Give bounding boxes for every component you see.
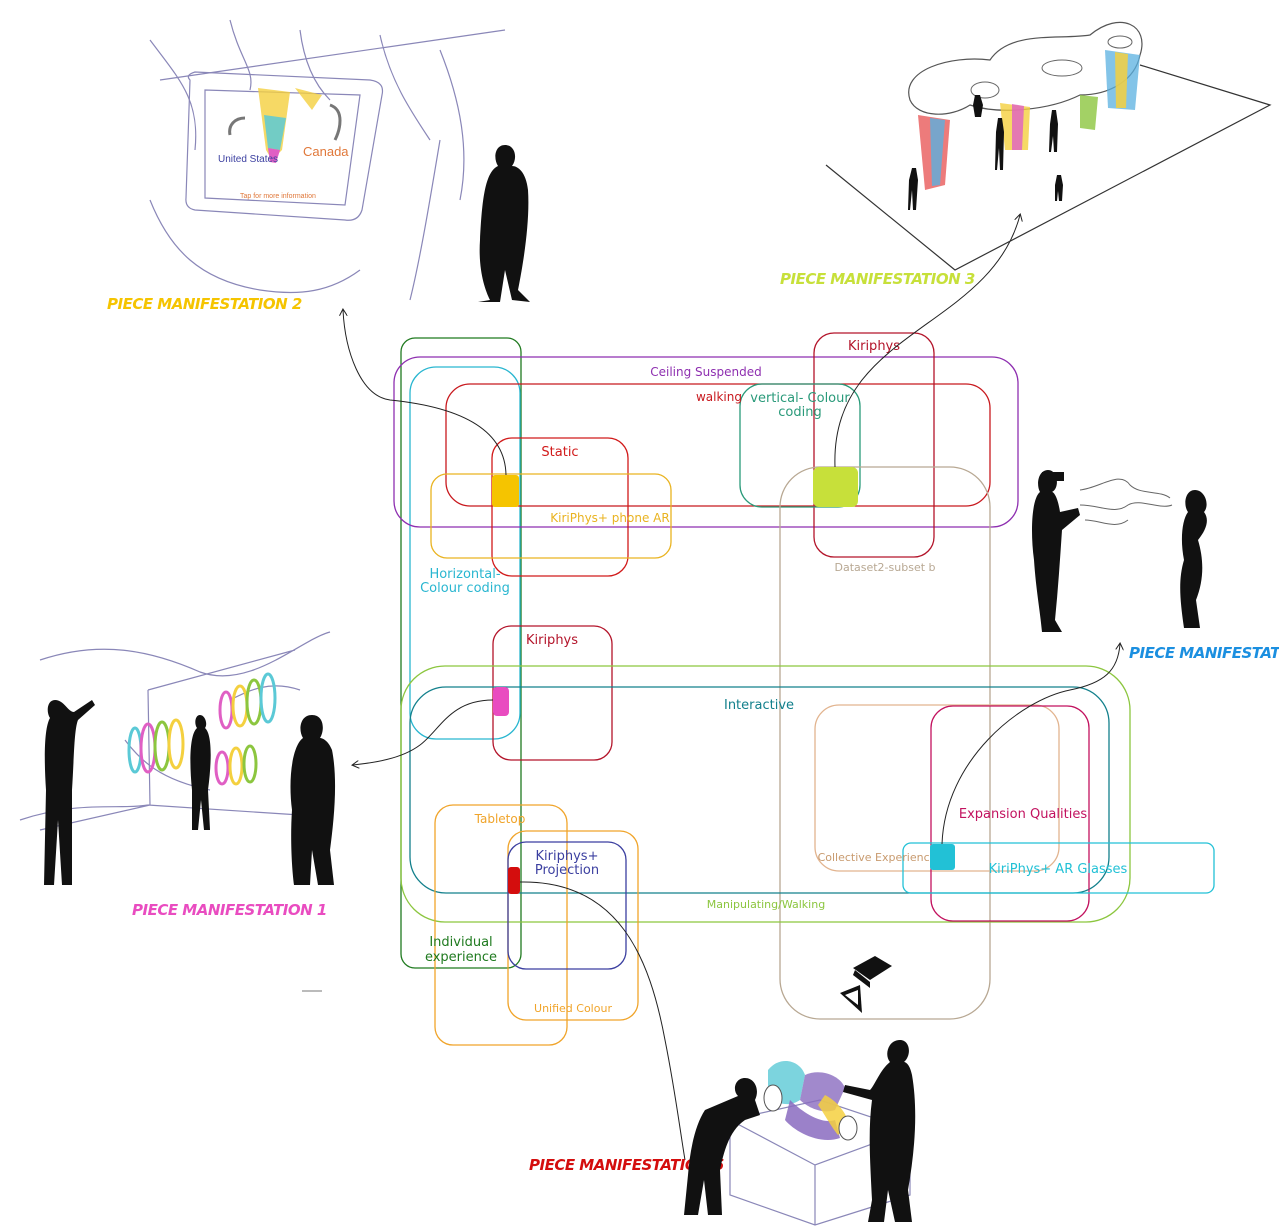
label-horizontal-line1: Horizontal- bbox=[429, 567, 500, 582]
label-kiriphys-top: Kiriphys bbox=[848, 339, 900, 354]
set-ar-glasses bbox=[902, 842, 1215, 894]
label-projection-line1: Kiriphys+ bbox=[536, 849, 599, 864]
person-silhouette-icon bbox=[478, 145, 530, 302]
set-vertical-colour-coding bbox=[739, 383, 861, 508]
label-interactive: Interactive bbox=[724, 698, 794, 713]
marker-manifestation-5 bbox=[508, 867, 520, 894]
set-interactive bbox=[409, 686, 1110, 894]
person-silhouette-icon bbox=[995, 118, 1004, 170]
manifestation-titles: PIECE MANIFESTATION 2 PIECE MANIFESTATIO… bbox=[107, 270, 1279, 1174]
sketch-manifestation-2: United States Canada Tap for more inform… bbox=[149, 19, 530, 302]
label-walking: walking bbox=[696, 390, 742, 404]
stray-mark bbox=[302, 990, 322, 992]
label-unified-colour: Unified Colour bbox=[534, 1002, 612, 1015]
label-tabletop: Tabletop bbox=[474, 812, 526, 826]
connector-to-manifestation-1 bbox=[353, 699, 494, 765]
connector-curves bbox=[343, 215, 1120, 1161]
marker-manifestation-4 bbox=[930, 844, 955, 870]
set-manipulating-walking bbox=[400, 665, 1131, 923]
set-phone-ar bbox=[430, 473, 672, 559]
set-static bbox=[491, 437, 629, 577]
set-kiriphys-projection bbox=[507, 841, 627, 970]
marker-manifestation-3 bbox=[813, 467, 858, 507]
label-static: Static bbox=[541, 445, 578, 460]
label-ar-glasses: KiriPhys+ AR Glasses bbox=[989, 862, 1128, 877]
set-horizontal-colour-coding bbox=[409, 366, 521, 740]
label-individual-line1: Individual bbox=[429, 935, 492, 950]
label-phone-ar: KiriPhys+ phone AR bbox=[550, 511, 669, 525]
shapes-icon bbox=[840, 956, 892, 1013]
label-collective: Collective Experience bbox=[818, 851, 937, 864]
sketch-manifestation-3 bbox=[825, 21, 1272, 271]
marker-manifestation-2 bbox=[492, 475, 519, 507]
connector-to-manifestation-2 bbox=[343, 310, 507, 476]
person-silhouette-icon bbox=[843, 1040, 916, 1222]
person-silhouette-icon bbox=[290, 715, 336, 885]
title-manifestation-3: PIECE MANIFESTATION 3 bbox=[780, 270, 975, 288]
person-silhouette-icon bbox=[1049, 110, 1058, 152]
projection-rings bbox=[127, 672, 277, 786]
person-silhouette-icon bbox=[908, 168, 918, 210]
set-labels: Ceiling Suspended walking Kiriphys verti… bbox=[420, 339, 1127, 1015]
set-collective-experience bbox=[814, 704, 1060, 872]
person-silhouette-icon bbox=[1180, 490, 1207, 628]
person-silhouette-icon bbox=[44, 700, 95, 885]
title-manifestation-1: PIECE MANIFESTATION 1 bbox=[132, 901, 327, 919]
label-individual-line2: experience bbox=[425, 950, 497, 965]
marker-manifestation-1 bbox=[493, 687, 509, 716]
set-tabletop bbox=[434, 804, 568, 1046]
connector-to-manifestation-4 bbox=[941, 644, 1120, 845]
sketch-canada: Canada bbox=[303, 144, 349, 159]
person-silhouette-icon bbox=[1032, 470, 1080, 632]
label-manipulating: Manipulating/Walking bbox=[707, 898, 825, 911]
title-manifestation-5: PIECE MANIFESTATION 5 bbox=[529, 1156, 724, 1174]
sketch-united-states: United States bbox=[218, 154, 278, 165]
label-kiriphys-mid: Kiriphys bbox=[526, 633, 578, 648]
sketch-manifestation-1 bbox=[19, 631, 336, 885]
set-ceiling-suspended bbox=[393, 356, 1019, 528]
title-manifestation-2: PIECE MANIFESTATION 2 bbox=[107, 295, 302, 313]
label-projection-line2: Projection bbox=[535, 863, 599, 878]
manifestation-markers bbox=[492, 467, 955, 894]
label-horizontal-line2: Colour coding bbox=[420, 581, 510, 596]
sketch-manifestation-4 bbox=[1032, 470, 1207, 632]
set-individual-experience bbox=[400, 337, 522, 969]
label-dataset2: Dataset2-subset b bbox=[834, 561, 935, 574]
sketch-tap-info: Tap for more information bbox=[240, 193, 316, 200]
set-expansion-qualities bbox=[930, 705, 1090, 922]
sketch-manifestation-5 bbox=[684, 1040, 916, 1226]
person-silhouette-icon bbox=[684, 1078, 760, 1215]
person-silhouette-icon bbox=[190, 715, 211, 830]
label-vertical-colour-line1: vertical- Colour bbox=[750, 391, 850, 406]
person-silhouette-icon bbox=[973, 95, 983, 117]
set-boundaries bbox=[393, 332, 1215, 1046]
set-walking bbox=[445, 383, 991, 507]
label-vertical-colour-line2: coding bbox=[778, 405, 821, 420]
title-manifestation-4: PIECE MANIFESTATION 4 bbox=[1129, 644, 1279, 662]
person-silhouette-icon bbox=[1055, 175, 1063, 201]
label-expansion: Expansion Qualities bbox=[959, 807, 1087, 822]
label-ceiling-suspended: Ceiling Suspended bbox=[650, 365, 762, 379]
set-kiriphys-top bbox=[813, 332, 935, 558]
connector-to-manifestation-5 bbox=[519, 881, 686, 1161]
set-dataset2-subset-b bbox=[779, 466, 991, 1020]
connector-to-manifestation-3 bbox=[834, 215, 1020, 468]
